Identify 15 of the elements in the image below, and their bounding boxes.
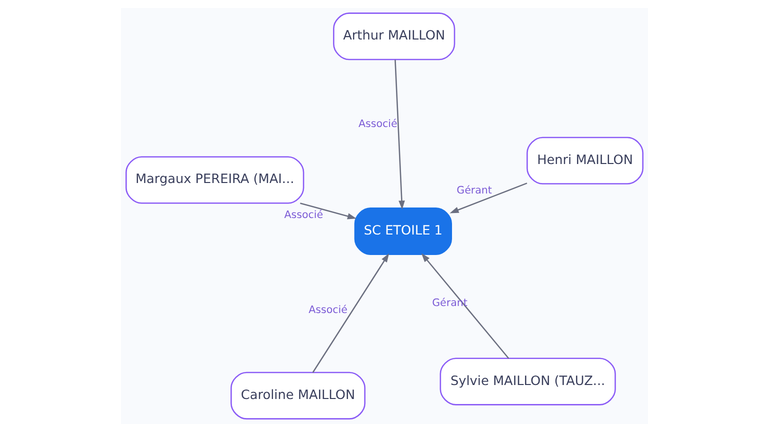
edge-label: Associé	[358, 118, 397, 130]
node-box: Caroline MAILLON	[230, 372, 365, 420]
node-box: Margaux PEREIRA (MAI...	[125, 156, 304, 204]
node-box: Henri MAILLON	[526, 136, 643, 184]
node-box: Sylvie MAILLON (TAUZ...	[439, 358, 616, 406]
arrow	[449, 182, 527, 214]
edge-label: Associé	[284, 209, 323, 222]
node-box: SC ETOILE 1	[354, 208, 452, 256]
arrow	[312, 253, 389, 373]
arrow	[394, 60, 404, 210]
arrow	[300, 202, 356, 220]
node-box: Arthur MAILLON	[332, 12, 455, 60]
edge-label: Associé	[308, 304, 347, 316]
edge-label: Gérant	[456, 184, 492, 196]
arrow	[420, 253, 509, 359]
